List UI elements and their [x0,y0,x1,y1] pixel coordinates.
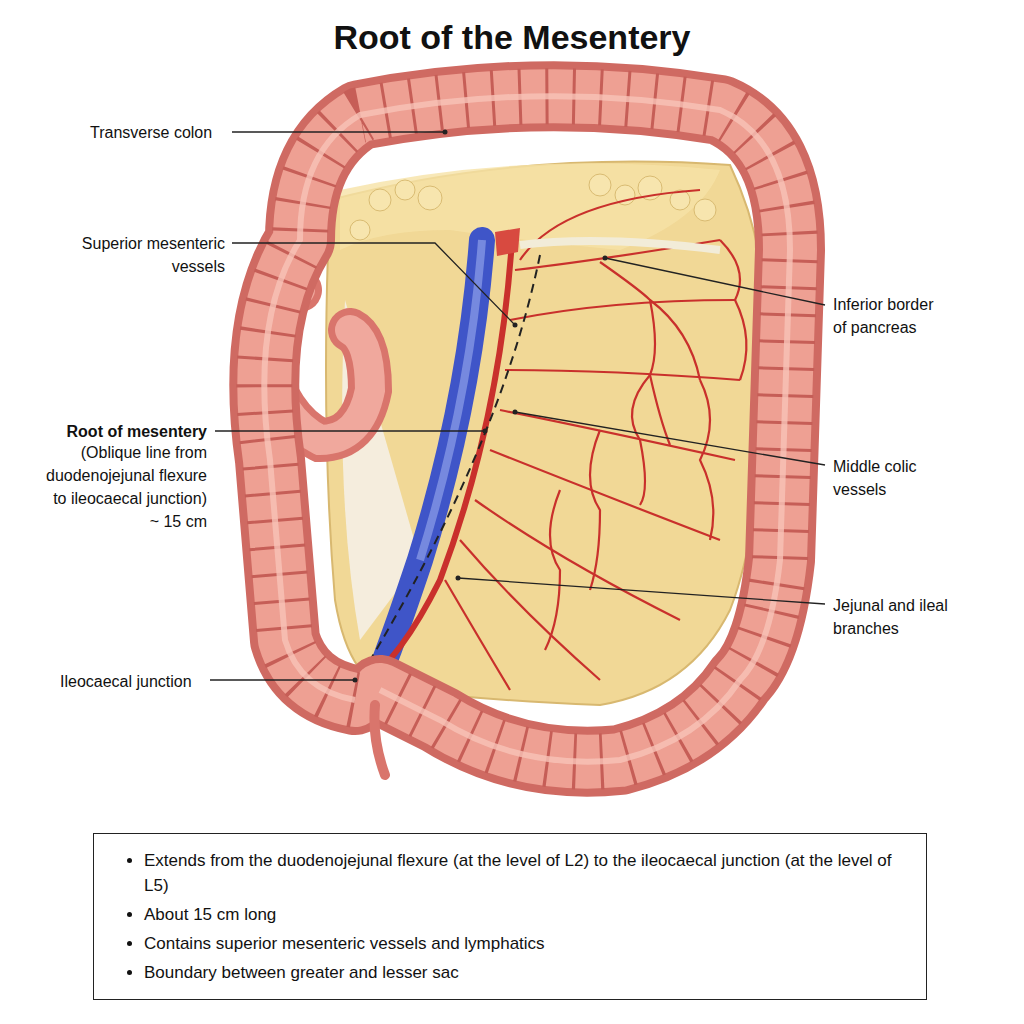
fat-globule [395,180,415,200]
anatomy-label: (Oblique line from duodenojejunal flexur… [32,441,207,510]
fat-globules [350,174,716,240]
leader-dot [513,410,518,415]
arcade [632,375,650,505]
artery-branch [445,580,510,690]
leader-line [215,430,485,431]
leader-line [605,258,825,305]
anatomy-label: Transverse colon [90,121,240,144]
artery-branch [505,370,740,380]
anatomy-label: Ileocaecal junction [60,670,210,693]
summary-box: Extends from the duodenojejunal flexure … [93,833,927,1000]
leader-dot [353,678,358,683]
arcade [735,300,746,380]
leader-line [232,243,515,325]
leader-lines [210,132,825,680]
arcade [600,262,700,380]
fat-layer [340,163,720,250]
leader-dot [456,576,461,581]
leader-line [232,131,445,132]
fat-globule [369,189,391,211]
anatomy-label: Inferior border of pancreas [833,293,951,339]
jejunal-ileal-branches [445,190,746,690]
leader-dot [513,323,518,328]
anatomy-label: Superior mesenteric vessels [55,232,225,278]
bullet-point: Contains superior mesenteric vessels and… [144,931,906,956]
colon-outer [264,96,790,762]
root-line [355,255,540,685]
artery-branch [515,240,720,270]
leader-line [458,578,825,604]
bullet-list: Extends from the duodenojejunal flexure … [94,834,926,999]
vessel-origin [495,228,520,256]
arcade [650,300,670,445]
leader-dot [603,256,608,261]
artery-branch [490,450,720,540]
fat-globule [589,174,611,196]
colon-frame [264,96,790,775]
arcade [545,490,560,650]
haustra [264,96,790,762]
appendix [374,705,385,775]
leader-dot [443,130,448,135]
artery-branch [475,500,680,620]
bullet-point: Extends from the duodenojejunal flexure … [144,848,906,898]
pancreas-border [520,241,720,250]
arcade [590,430,600,590]
bullet-point: About 15 cm long [144,902,906,927]
artery-branch [500,410,735,460]
diagram-title: Root of the Mesentery [0,16,1024,58]
leader-dots [353,130,608,683]
leader-line [515,412,825,465]
anatomy-label: Middle colic vessels [833,455,951,501]
middle-colic-branch [520,190,700,260]
fat-globule [350,220,370,240]
anatomy-label: Root of mesentery [32,420,207,443]
anatomy-label: ~ 15 cm [32,510,207,533]
leader-line [210,679,355,680]
colon-inner [264,96,790,762]
anatomy-label: Jejunal and ileal branches [833,594,951,640]
taenia [264,96,790,762]
leader-dot [483,429,488,434]
bullet-point: Boundary between greater and lesser sac [144,960,906,985]
superior-mesenteric-vessels [362,228,520,685]
artery-branch [510,300,735,320]
superior-mesenteric-artery [362,240,512,685]
fat-globule [418,186,442,210]
artery-branch [460,540,600,680]
arcade [720,240,740,300]
arcade [700,380,713,540]
fat-globule [694,199,716,221]
